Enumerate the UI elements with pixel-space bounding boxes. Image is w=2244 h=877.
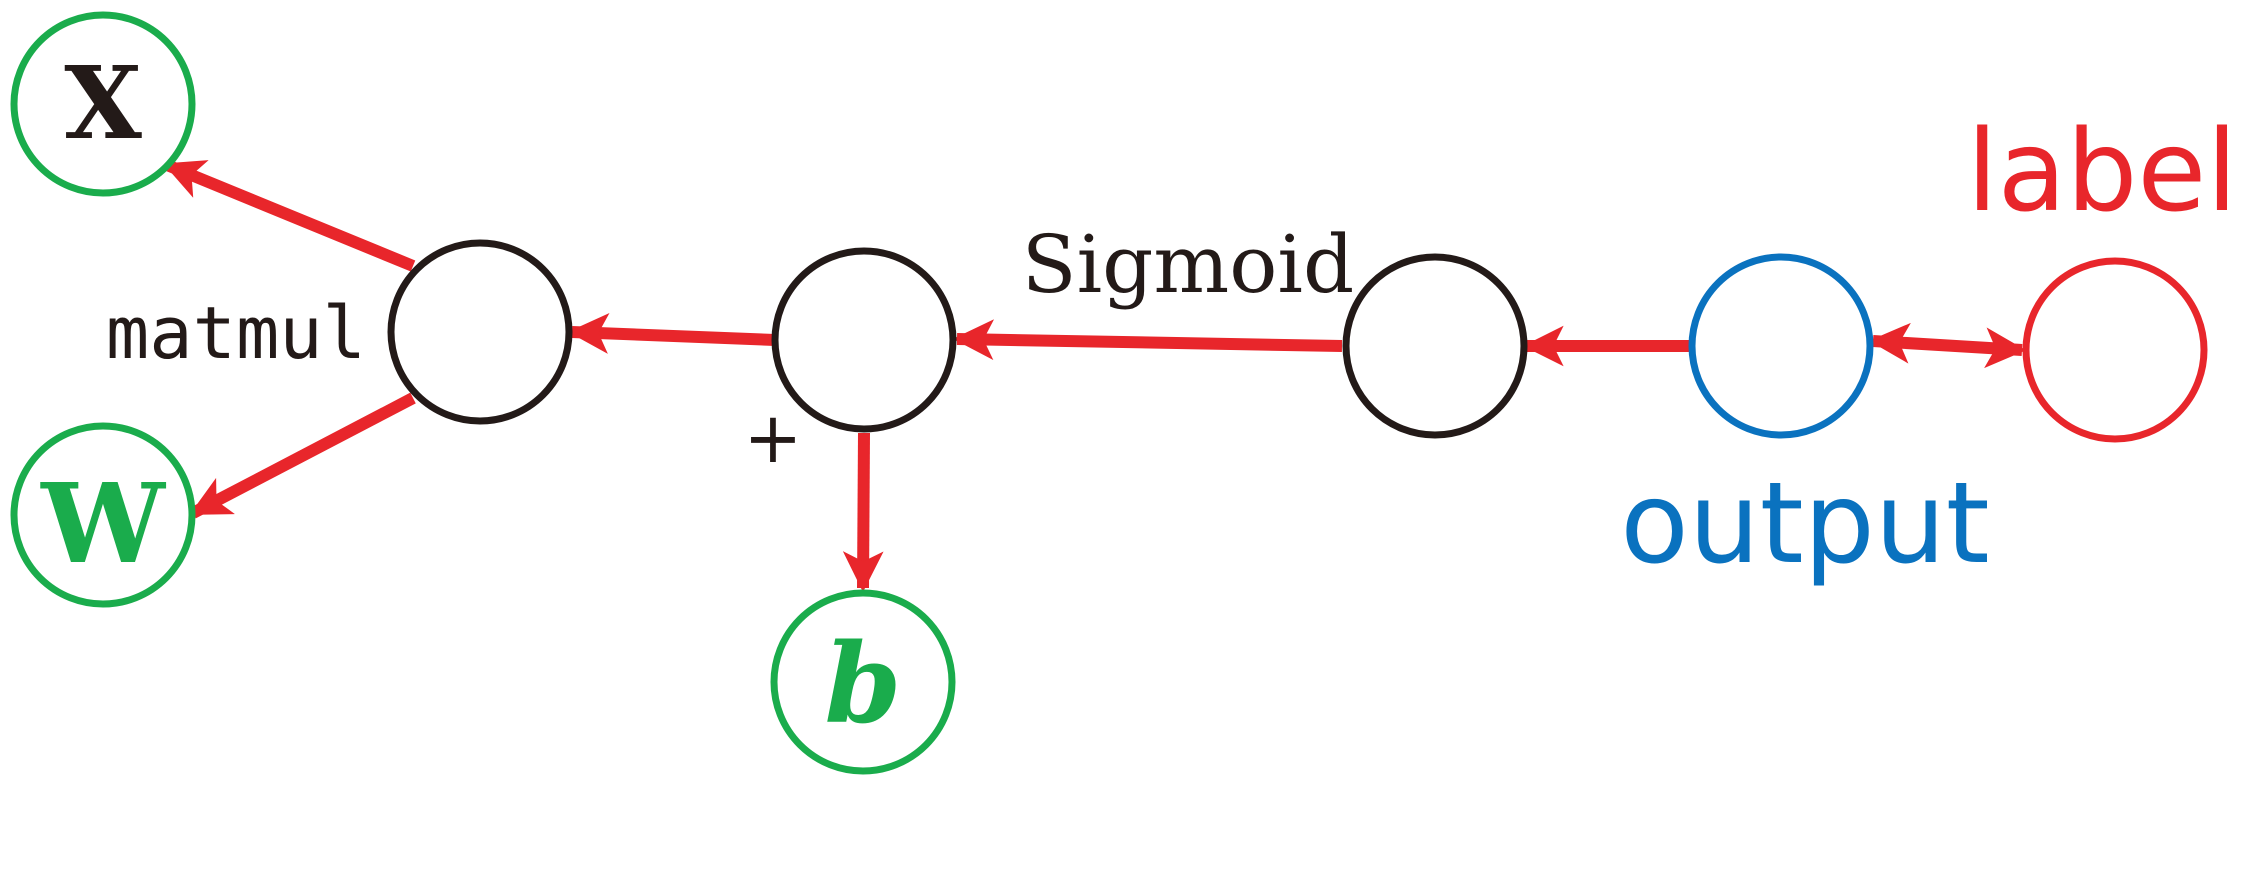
edge-sigmoid-to-add [952,319,1343,361]
edges [163,159,2027,593]
label-text: label [1967,107,2238,237]
nodes [10,11,2208,775]
node-sigmoid [1342,253,1528,439]
node-matmul [387,239,573,425]
edge-matmul-to-w [189,392,416,519]
matmul-label: matmul [106,291,366,375]
edge-add-to-matmul [567,313,776,354]
add-label: + [744,397,803,479]
edge-matmul-to-x [163,159,416,272]
sigmoid-label: Sigmoid [1022,218,1354,311]
output-label: output [1620,459,1989,589]
node-b [770,589,956,775]
node-x [10,11,196,197]
edge-output-label-bidirectional [1868,322,2027,369]
edge-add-to-b [842,432,884,593]
node-label [2022,257,2208,443]
node-add [771,247,957,433]
x-symbol: X [64,44,142,162]
w-symbol: W [40,459,166,588]
b-symbol: b [825,619,902,748]
node-output [1688,253,1874,439]
node-w [10,422,196,608]
